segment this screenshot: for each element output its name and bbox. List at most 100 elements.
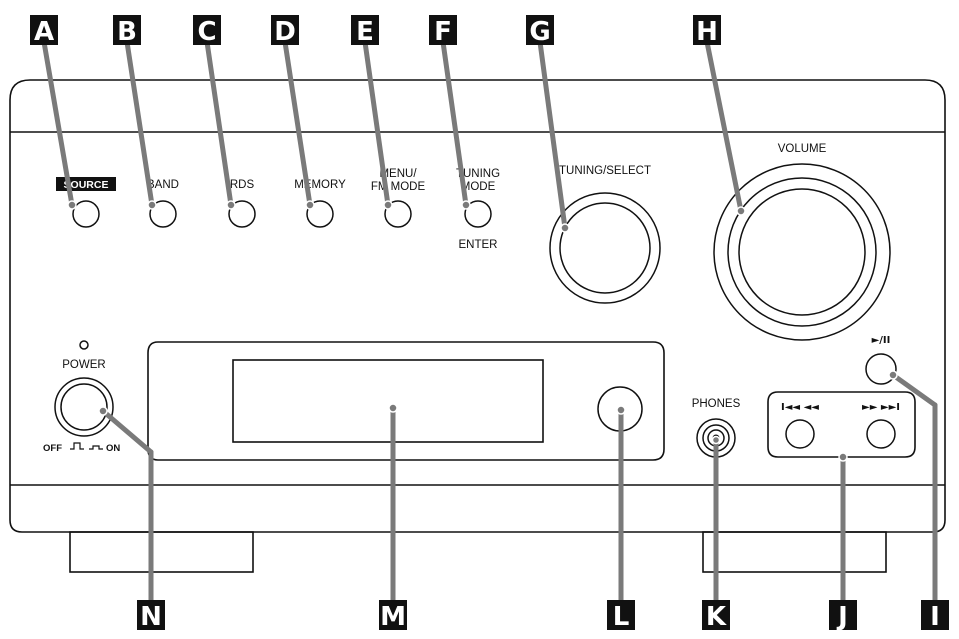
rds-label: RDS: [230, 179, 255, 191]
callout-a: A: [30, 15, 58, 47]
callout-c: C: [193, 15, 221, 47]
leader-e: [362, 39, 391, 208]
callout-e-letter: E: [356, 17, 374, 47]
callout-j-letter: J: [836, 602, 848, 632]
skip-search-frame: [767, 391, 916, 458]
power-label: POWER: [62, 359, 105, 371]
dot-m: [388, 403, 398, 413]
callout-h-letter: H: [696, 17, 718, 47]
dot-h: [736, 206, 746, 216]
leader-lines: [41, 39, 938, 607]
tuning-mode-enter-button[interactable]: [464, 200, 492, 228]
callout-i-letter: I: [930, 602, 940, 632]
menu-control: MENU/ FM MODE: [371, 168, 426, 228]
menu-label-line2: FM MODE: [371, 181, 426, 193]
band-label: BAND: [147, 179, 179, 191]
callout-i: I: [921, 600, 949, 632]
dot-b: [147, 200, 157, 210]
callout-n-letter: N: [140, 602, 162, 632]
right-foot: [702, 531, 887, 573]
callout-h: H: [693, 15, 721, 47]
display-panel: [147, 341, 665, 461]
callouts: A B C D E F G H: [30, 15, 949, 632]
band-button[interactable]: [149, 200, 177, 228]
callout-g-letter: G: [529, 17, 550, 47]
tuning-select-knob[interactable]: [559, 202, 651, 294]
power-indicator-icon: [79, 340, 89, 350]
dot-g: [560, 223, 570, 233]
rds-control: RDS: [228, 179, 256, 228]
dot-e: [383, 200, 393, 210]
callout-e: E: [351, 15, 379, 47]
power-off-symbol-icon: [70, 442, 84, 450]
menu-label-line1: MENU/: [379, 168, 417, 180]
skip-back-button[interactable]: [785, 419, 815, 449]
leader-f: [440, 39, 469, 208]
callout-m-letter: M: [380, 602, 406, 632]
skip-forward-label: ►► ►►I: [862, 402, 900, 413]
display-window: [232, 359, 544, 443]
display-panel-frame: [147, 341, 665, 461]
leader-b: [124, 39, 155, 208]
volume-label: VOLUME: [778, 143, 827, 155]
dot-k: [711, 435, 721, 445]
tuning-mode-control: TUNING MODE ENTER: [456, 168, 500, 251]
dot-a: [67, 200, 77, 210]
power-off-label: OFF: [43, 443, 62, 454]
source-control: SOURCE: [56, 177, 116, 228]
callout-f: F: [429, 15, 457, 47]
callout-b-letter: B: [117, 17, 137, 47]
callout-k: K: [702, 600, 730, 632]
volume-knob[interactable]: [738, 188, 866, 316]
dot-c: [226, 200, 236, 210]
dot-j: [838, 452, 848, 462]
callout-n: N: [137, 600, 165, 632]
tuning-select-control: TUNING/SELECT: [549, 165, 661, 304]
leader-a: [41, 39, 75, 208]
callout-g: G: [526, 15, 554, 47]
power-button[interactable]: [60, 383, 108, 431]
power-on-label: ON: [106, 443, 120, 454]
callout-c-letter: C: [197, 17, 216, 47]
source-button[interactable]: [72, 200, 100, 228]
rds-button[interactable]: [228, 200, 256, 228]
callout-l: L: [607, 600, 635, 632]
memory-control: MEMORY: [294, 179, 346, 228]
left-foot: [69, 531, 254, 573]
leader-i-diagonal: [890, 372, 938, 408]
callout-m: M: [379, 600, 407, 632]
dot-d: [305, 200, 315, 210]
dot-l: [616, 405, 626, 415]
band-control: BAND: [147, 179, 179, 228]
callout-f-letter: F: [434, 17, 452, 47]
callout-a-letter: A: [34, 17, 54, 47]
tuning-mode-label-line2: MODE: [461, 181, 496, 193]
leader-d: [282, 39, 313, 208]
play-pause-label: ►/II: [872, 335, 891, 346]
dot-f: [461, 200, 471, 210]
dot-i: [888, 370, 898, 380]
power-control: POWER OFF ON: [43, 340, 120, 454]
callout-l-letter: L: [613, 602, 630, 632]
callout-b: B: [113, 15, 141, 47]
callout-k-letter: K: [706, 602, 727, 632]
source-label: SOURCE: [64, 179, 109, 191]
dot-n: [98, 406, 108, 416]
tuning-mode-label-line1: TUNING: [456, 168, 500, 180]
callout-j: J: [829, 600, 857, 632]
skip-back-label: I◄◄ ◄◄: [781, 402, 819, 413]
volume-control: VOLUME: [713, 143, 891, 341]
leader-h: [704, 39, 744, 214]
leader-n-diagonal: [100, 408, 154, 455]
enter-label: ENTER: [459, 239, 498, 251]
callout-d: D: [271, 15, 299, 47]
leader-g: [537, 39, 568, 231]
tuning-select-label: TUNING/SELECT: [559, 165, 651, 177]
skip-search-group: I◄◄ ◄◄ ►► ►►I: [767, 391, 916, 458]
skip-forward-button[interactable]: [866, 419, 896, 449]
memory-label: MEMORY: [294, 179, 346, 191]
callout-d-letter: D: [274, 17, 296, 47]
leader-dots: [67, 200, 898, 462]
leader-c: [204, 39, 234, 208]
